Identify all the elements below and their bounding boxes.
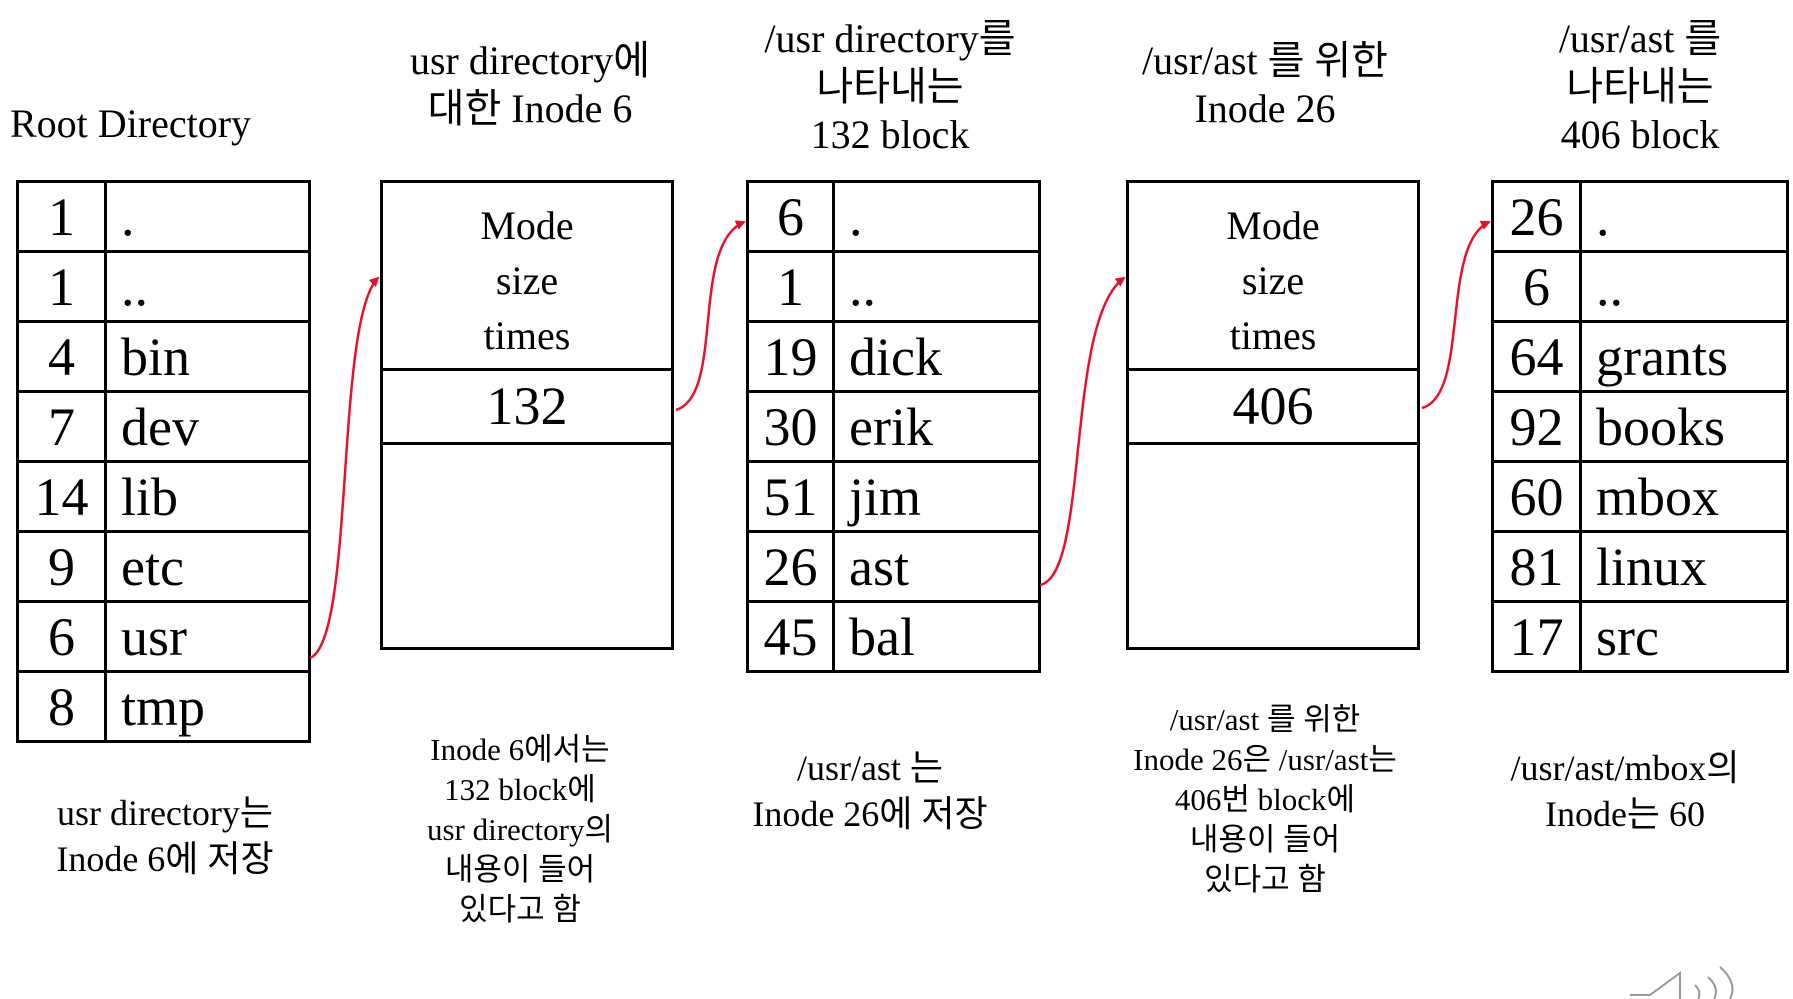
- block406-heading: /usr/ast 를 나타내는 406 block: [1558, 16, 1722, 157]
- table-row: 6.: [746, 180, 1041, 253]
- inode26-caption: /usr/ast 를 위한 Inode 26은 /usr/ast는 406번 b…: [1133, 702, 1397, 897]
- inode6-caption: Inode 6에서는 132 block에 usr directory의 내용이…: [426, 732, 614, 927]
- block132-caption: /usr/ast 는 Inode 26에 저장: [752, 748, 988, 834]
- inode6-attributes: Mode size times: [383, 183, 671, 371]
- speaker-icon[interactable]: [1620, 955, 1760, 999]
- arrow-inode6-to-block132: [675, 220, 746, 412]
- arrow-inode26-to-block406: [1421, 220, 1491, 410]
- inode26-box: Mode size times 406: [1126, 180, 1420, 650]
- inode6-box: Mode size times 132: [380, 180, 674, 650]
- inode6-heading: usr directory에 대한 Inode 6: [409, 38, 651, 131]
- arrow-usr-to-inode6: [309, 276, 380, 660]
- inode26-block-address: 406: [1129, 371, 1417, 445]
- root-directory-heading: Root Directory: [10, 101, 252, 146]
- arrow-ast-to-inode26: [1039, 276, 1126, 587]
- table-row: 6..: [1491, 250, 1789, 323]
- table-row: 1..: [16, 250, 311, 323]
- inode26-attributes: Mode size times: [1129, 183, 1417, 371]
- block406-caption: /usr/ast/mbox의 Inode는 60: [1510, 748, 1740, 834]
- table-row: 26.: [1491, 180, 1789, 253]
- table-row: 1.: [16, 180, 311, 253]
- inode6-block-address: 132: [383, 371, 671, 445]
- block132-heading: /usr directory를 나타내는 132 block: [764, 16, 1016, 157]
- inode26-heading: /usr/ast 를 위한 Inode 26: [1142, 38, 1388, 131]
- root-caption: usr directory는 Inode 6에 저장: [56, 793, 274, 879]
- table-row: 1..: [746, 250, 1041, 323]
